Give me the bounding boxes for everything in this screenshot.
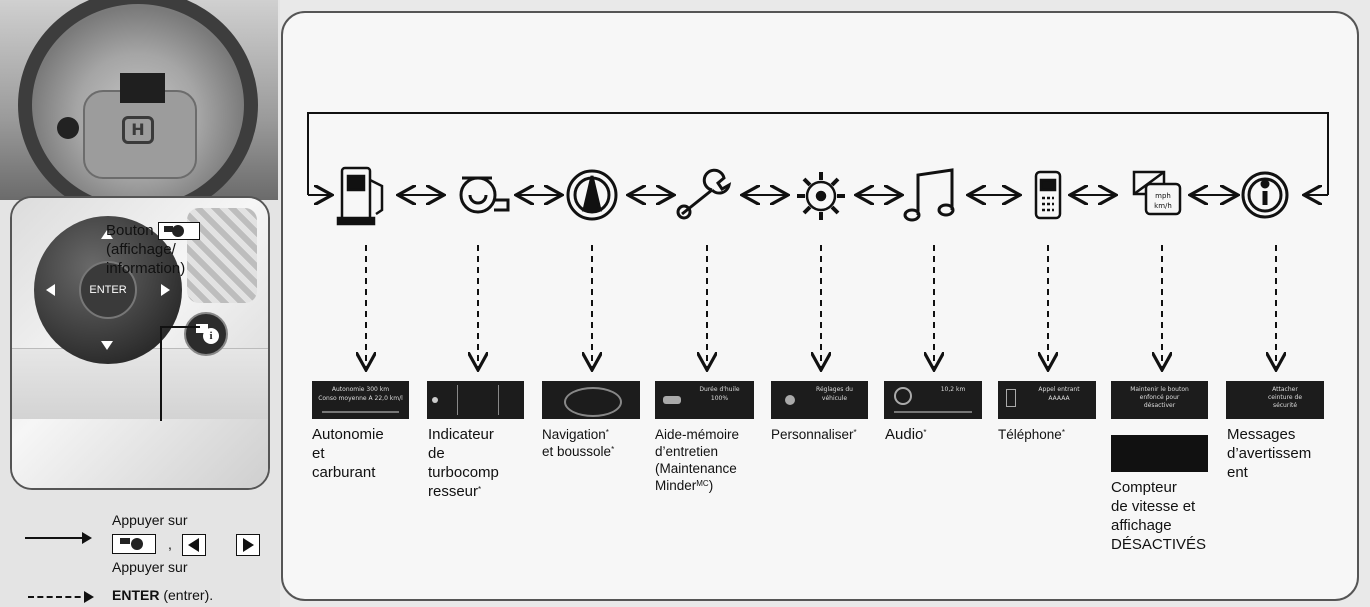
svg-text:km/h: km/h <box>1154 202 1172 210</box>
thumb-turbo <box>427 381 524 419</box>
legend-dashed-text-2: ENTER (entrer). <box>112 587 214 603</box>
speedometer-off-icon: mph km/h <box>1132 170 1182 216</box>
dashed-arrow-icon <box>28 591 94 603</box>
thumb-navigation <box>542 381 640 419</box>
thumb-phone: Appel entrant AAAAA <box>998 381 1096 419</box>
label-customize: Personnaliser* <box>771 427 857 442</box>
label-turbo: Indicateur de turbocomp resseur* <box>428 426 499 500</box>
label-navigation: Navigation* et boussole* <box>542 427 615 459</box>
arrow-left-icon[interactable] <box>46 284 55 296</box>
lower-trim <box>12 348 268 419</box>
info-icon: i <box>203 328 219 344</box>
wheel-control-dot <box>57 117 79 139</box>
callout-line <box>160 326 200 328</box>
honda-logo-icon: H <box>122 116 154 144</box>
controls-zoom-panel: ENTER i <box>10 196 270 490</box>
display-icon <box>196 324 208 333</box>
label-range-fuel: Autonomie et carburant <box>312 426 384 481</box>
solid-arrow-icon <box>25 532 92 544</box>
arrow-down-icon[interactable] <box>101 341 113 350</box>
label-phone: Téléphone* <box>998 427 1065 442</box>
fuel-pump-icon <box>336 166 384 226</box>
legend: Appuyer sur , Appuyer sur ENTER (entrer)… <box>25 512 280 607</box>
selector-wheel[interactable]: ENTER <box>34 216 182 364</box>
arrow-up-icon[interactable] <box>101 230 113 239</box>
enter-button[interactable]: ENTER <box>79 261 137 319</box>
music-note-icon <box>903 168 955 222</box>
thumb-warning-message: Attacher ceinture de sécurité <box>1226 381 1324 419</box>
legend-solid-text: Appuyer sur <box>112 512 188 528</box>
display-info-button-icon <box>157 222 200 241</box>
display-info-button[interactable]: i <box>184 312 228 356</box>
svg-text:mph: mph <box>1155 192 1171 200</box>
button-callout-label: Bouton (affichage/ information) <box>106 221 200 278</box>
right-key-icon <box>236 534 260 556</box>
thumb-display-off <box>1111 435 1208 472</box>
callout-line <box>160 326 162 421</box>
loop-line <box>307 112 1329 195</box>
label-maintenance: Aide-mémoire d’entretien (Maintenance Mi… <box>655 427 740 493</box>
thumb-maintenance: Durée d'huile 100% <box>655 381 754 419</box>
dashed-arrows <box>366 245 1276 368</box>
thumb-range-fuel: Autonomie 300 km Conso moyenne A 22,0 km… <box>312 381 409 419</box>
label-audio: Audio* <box>885 426 927 443</box>
legend-dashed-text: Appuyer sur <box>112 559 188 575</box>
info-circle-icon <box>1241 171 1289 219</box>
turbocharger-icon <box>459 176 510 214</box>
compass-icon <box>566 169 618 221</box>
arrow-right-icon[interactable] <box>161 284 170 296</box>
label-warning-messages: Messages d’avertissem ent <box>1227 426 1312 481</box>
thumb-customize: Réglages du véhicule <box>771 381 868 419</box>
left-key-icon <box>182 534 206 556</box>
steering-illustration: H ENTER i Bouton (affichage/ information… <box>0 0 280 607</box>
thumb-speed-off-instructions: Maintenir le bouton enfoncé pour désacti… <box>1111 381 1208 419</box>
gear-icon <box>797 172 845 220</box>
label-speed-display-off: Compteur de vitesse et affichage DÉSACTI… <box>1111 479 1207 553</box>
phone-icon <box>1034 170 1062 220</box>
thumb-audio: 10,2 km <box>884 381 982 419</box>
instrument-display <box>120 73 165 103</box>
display-info-key-icon <box>112 534 156 554</box>
wrench-icon <box>676 168 732 220</box>
